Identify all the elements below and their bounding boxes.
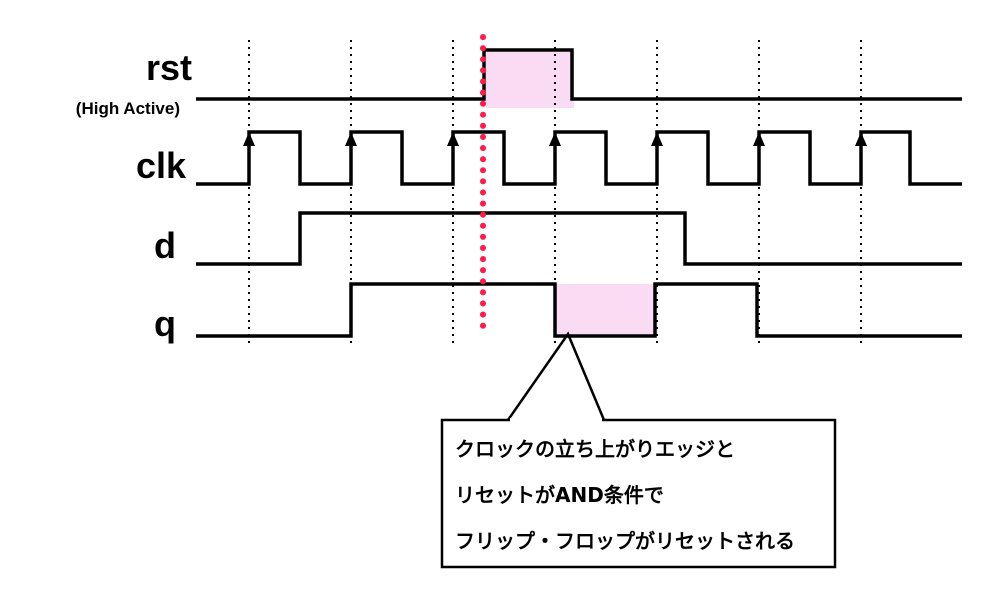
- rst-highlight-region: [486, 52, 574, 108]
- callout-pointer: [506, 331, 606, 421]
- d-label: d: [154, 225, 176, 266]
- q-waveform: [196, 282, 962, 338]
- rising-edge-arrow: [753, 132, 765, 146]
- d-waveform: [196, 211, 962, 266]
- rising-edge-arrow: [345, 132, 357, 146]
- clock-edge-gridlines: [248, 40, 862, 345]
- rising-edge-arrow: [855, 132, 867, 146]
- callout-text-line-3: フリップ・フロップがリセットされる: [455, 529, 795, 553]
- rising-edge-arrow: [243, 132, 255, 146]
- clk-label: clk: [136, 145, 187, 186]
- clock-edge-arrows: [243, 132, 867, 146]
- rst-label: rst: [146, 47, 192, 88]
- rising-edge-arrow: [651, 132, 663, 146]
- rst-sublabel: (High Active): [76, 99, 180, 118]
- callout-text-line-1: クロックの立ち上がりエッジと: [455, 437, 735, 461]
- rst-waveform: [196, 48, 962, 101]
- callout-box: [440, 418, 837, 569]
- clk-waveform: [196, 130, 962, 186]
- q-highlight-region: [555, 284, 655, 336]
- rising-edge-arrow: [549, 132, 561, 146]
- q-label: q: [154, 303, 176, 344]
- rising-edge-arrow: [447, 132, 459, 146]
- callout-text-line-2: リセットがAND条件で: [455, 483, 664, 507]
